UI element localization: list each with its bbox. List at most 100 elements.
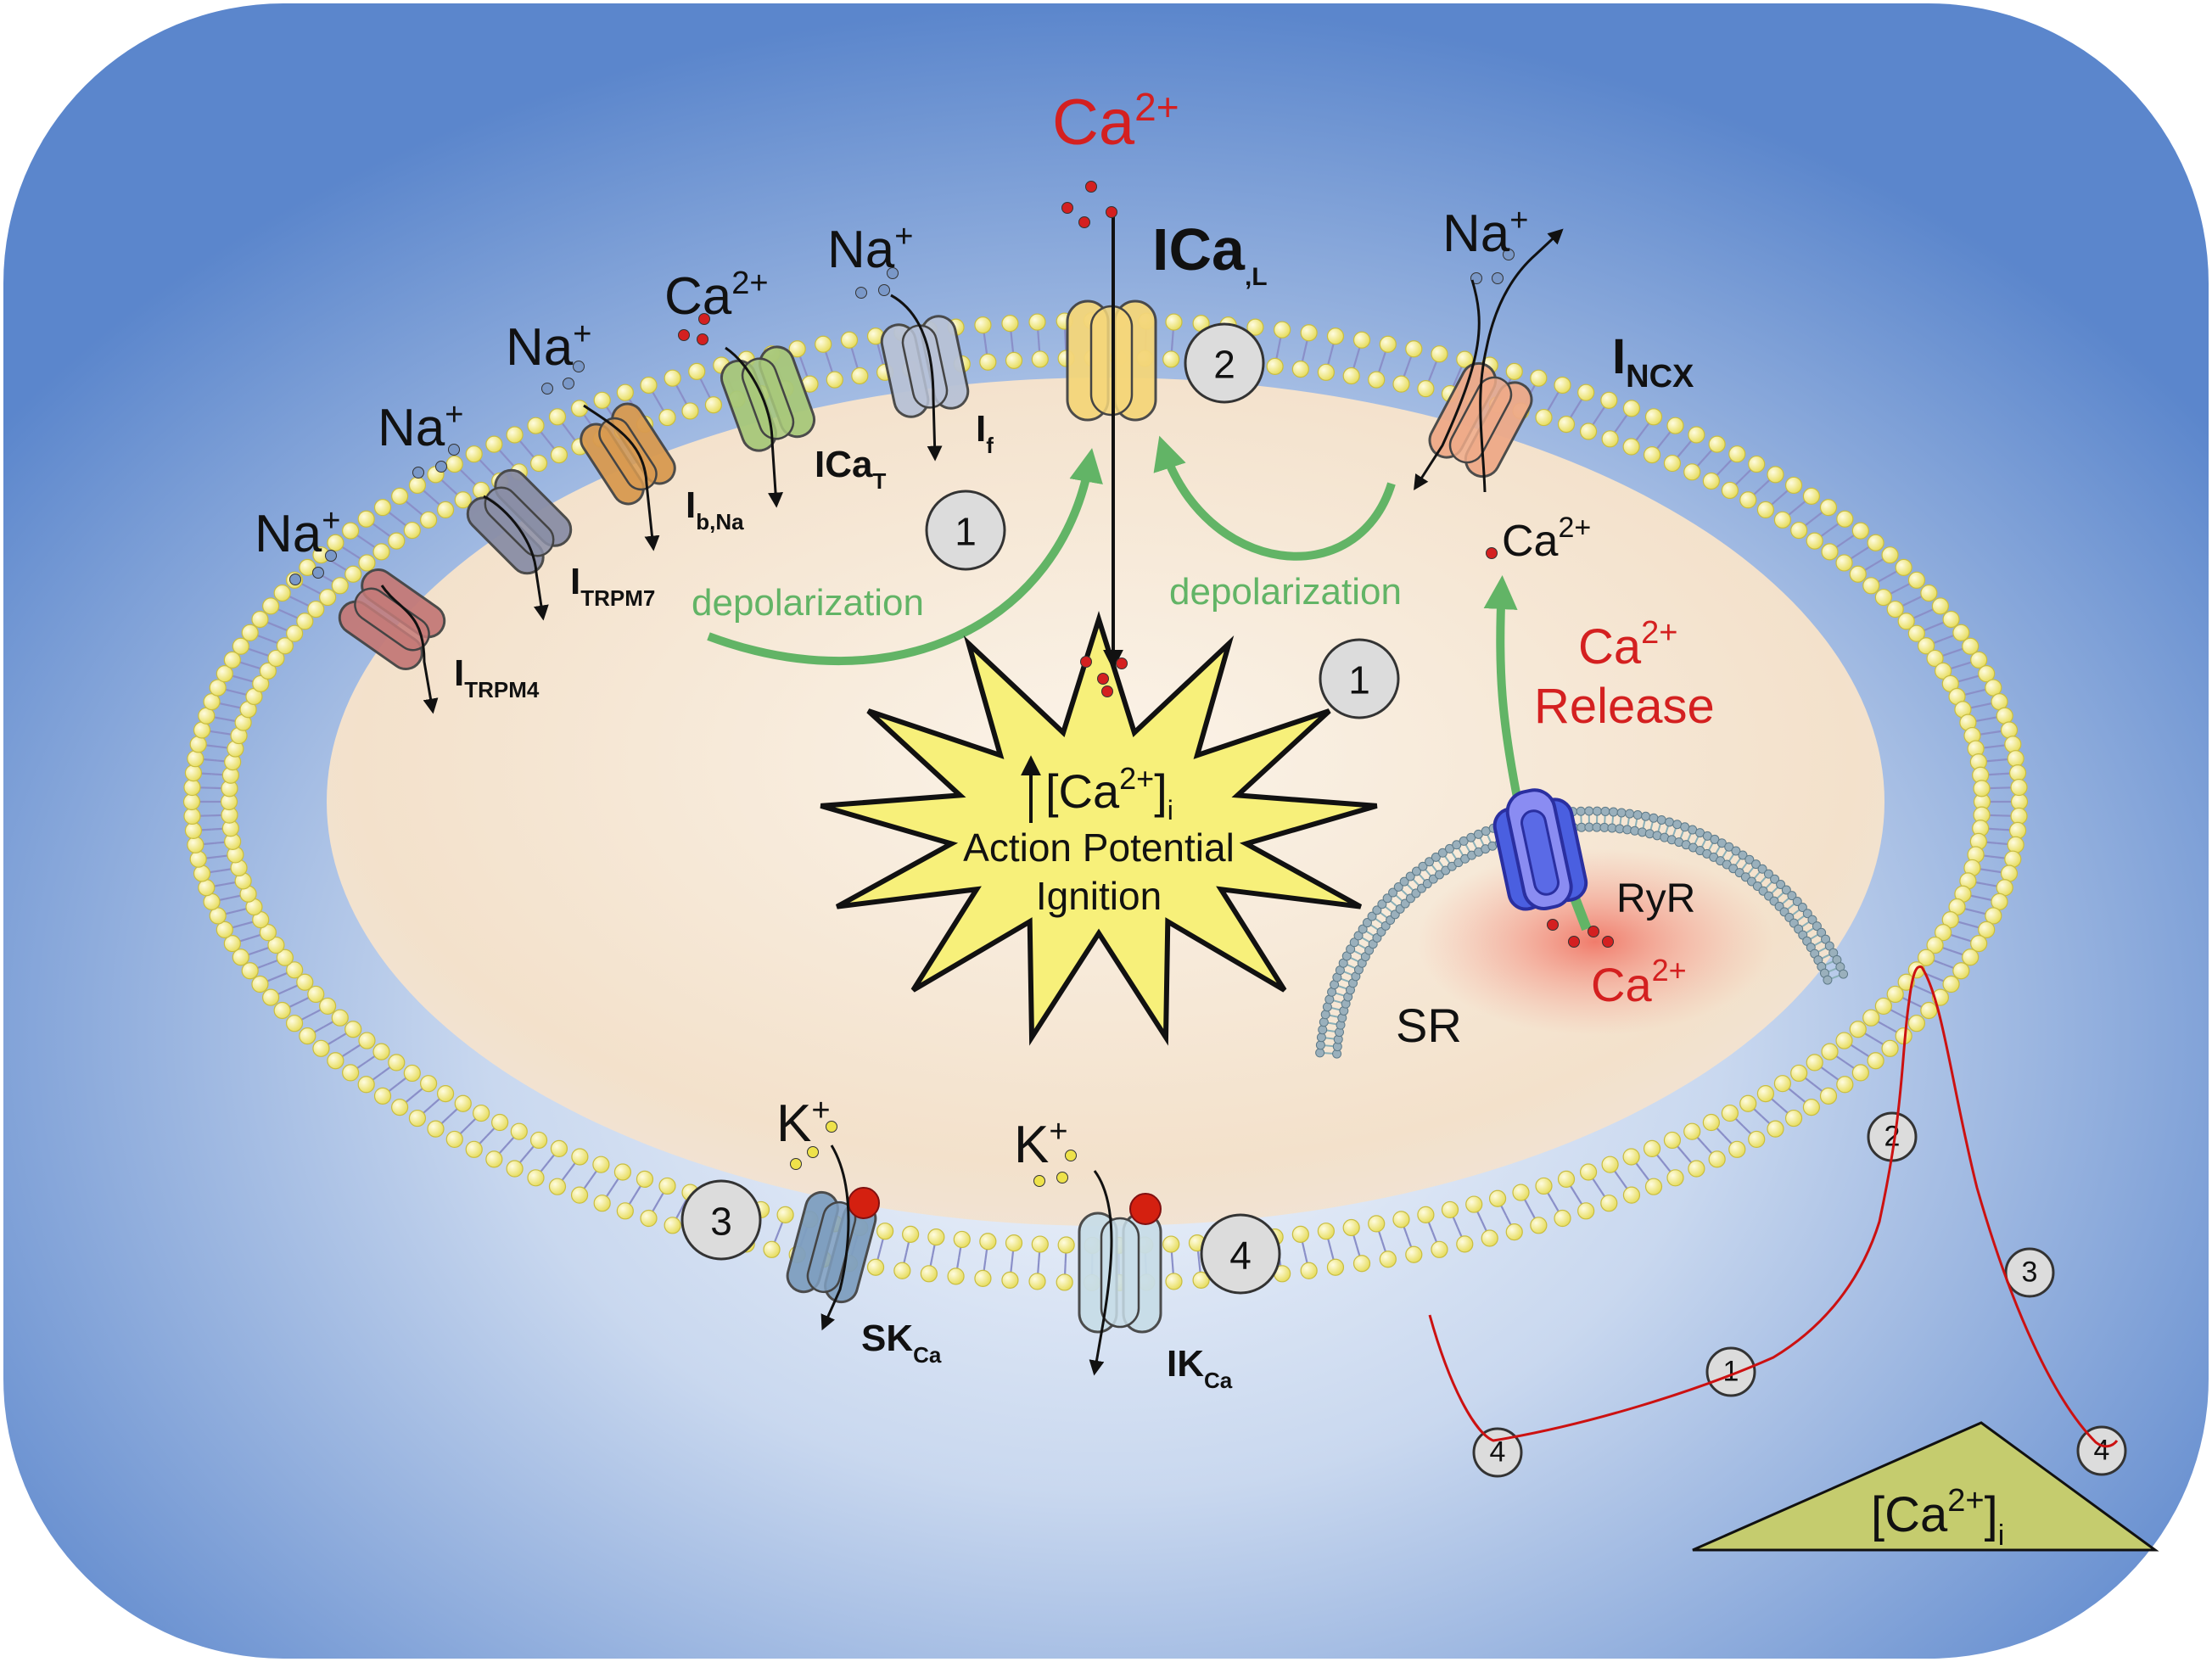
- phase-marker-number: 4: [1229, 1233, 1252, 1277]
- channel-labels: ITRPM4 ITRPM7 Ib,Na ICaT If ICa,L INCX S…: [454, 216, 1694, 1393]
- phase-marker-m1b: 1: [1319, 638, 1400, 719]
- ion-dot: [1033, 1175, 1045, 1187]
- ion-dot: [325, 550, 337, 562]
- depolarization-arrow-right: [1153, 435, 1396, 561]
- ikca-channel: [1078, 1212, 1162, 1334]
- ca-release-label-line1: Ca2+: [1578, 615, 1677, 674]
- phase-marker-number: 2: [1213, 342, 1235, 386]
- na-label-if: Na+: [827, 219, 913, 279]
- ion-dot: [678, 329, 690, 341]
- phase-marker-number: 4: [1490, 1436, 1506, 1469]
- ion-dot: [435, 461, 447, 473]
- icat-label: ICaT: [815, 444, 886, 494]
- na-label-ibna: Na+: [506, 316, 591, 377]
- ibna-label: Ib,Na: [686, 484, 744, 534]
- sr-calcium-glow: [1417, 848, 1773, 1035]
- ion-dot: [1056, 1172, 1068, 1184]
- annotation-labels: depolarization depolarization Ca2+ Relea…: [692, 571, 1715, 1052]
- phase-marker-number: 1: [1723, 1356, 1739, 1388]
- calcium-triangle: [1692, 1421, 2159, 1552]
- itrpm7-channel: [466, 468, 573, 575]
- ion-dot: [697, 333, 708, 345]
- ion-labels: Na+ Na+ Na+ Ca2+ Na+ Ca2+ Na+ Ca2+ K+ K+: [255, 85, 1591, 1174]
- ca-release-label-line2: Release: [1534, 679, 1715, 734]
- ion-dot: [1547, 919, 1559, 931]
- ical-label: ICa,L: [1152, 216, 1268, 291]
- k-label-skca: K+: [776, 1093, 831, 1153]
- ion-dot: [698, 313, 710, 325]
- ca-label-ncx: Ca2+: [1502, 512, 1591, 566]
- ion-dot: [1602, 936, 1614, 948]
- ion-dot: [855, 287, 867, 299]
- icat-channel: [720, 345, 816, 452]
- itrpm7-label: ITRPM7: [570, 561, 655, 611]
- phase-marker-m2: 2: [1184, 322, 1265, 404]
- ca-label-ical: Ca2+: [1052, 85, 1179, 159]
- ion-dot: [878, 284, 890, 296]
- ion-dot: [1061, 202, 1073, 214]
- ion-dot: [1078, 216, 1090, 228]
- ion-dot: [412, 467, 424, 478]
- ion-dot: [1492, 272, 1504, 284]
- star-label: [Ca2+]i Action Potential Ignition: [963, 755, 1235, 918]
- ion-dot: [807, 1146, 819, 1158]
- skca-label: SKCa: [861, 1318, 942, 1368]
- phase-marker-m4: 4: [1200, 1213, 1281, 1295]
- ion-dot: [448, 444, 460, 456]
- ion-dot: [1486, 547, 1498, 559]
- phase-marker-trace-4-right: 4: [2076, 1425, 2127, 1476]
- k-label-ikca: K+: [1014, 1114, 1068, 1174]
- ikca-label: IKCa: [1167, 1343, 1233, 1393]
- phase-marker-number: 1: [1348, 658, 1370, 702]
- ion-dot: [1065, 1150, 1077, 1161]
- itrpm4-label: ITRPM4: [454, 652, 540, 702]
- phase-marker-trace-3: 3: [2004, 1247, 2055, 1298]
- skca-channel: [786, 1190, 877, 1304]
- phase-marker-trace-4-left: 4: [1472, 1427, 1523, 1478]
- ikca-gate-ball: [1129, 1193, 1162, 1225]
- star-line3: Ignition: [1036, 874, 1162, 918]
- depolarization-left-label: depolarization: [692, 582, 924, 624]
- ion-dot: [1588, 926, 1599, 937]
- ion-dot: [1097, 673, 1109, 685]
- ion-dot: [887, 267, 899, 279]
- ion-dot: [1503, 249, 1515, 260]
- phase-marker-number: 1: [955, 509, 977, 553]
- ion-dot: [312, 567, 324, 579]
- phase-marker-trace-1: 1: [1705, 1346, 1756, 1397]
- phase-marker-number: 3: [710, 1199, 732, 1243]
- ca-release-arrow: [1483, 575, 1523, 807]
- calcium-trace: [1428, 965, 2119, 1448]
- na-label-ncx: Na+: [1442, 203, 1528, 263]
- incx-label: INCX: [1612, 329, 1694, 395]
- ryr-channel: [1492, 788, 1588, 911]
- ion-dot: [541, 383, 553, 395]
- star-line1: [Ca2+]i: [1045, 761, 1173, 825]
- ion-dot: [790, 1158, 802, 1170]
- action-potential-star: [820, 610, 1378, 1046]
- depolarization-right-label: depolarization: [1169, 571, 1402, 613]
- ion-dot: [1106, 206, 1117, 218]
- ion-dot: [1080, 656, 1092, 668]
- depolarization-arrow-left: [707, 448, 1103, 665]
- ion-dot: [563, 378, 574, 389]
- ion-dot: [826, 1121, 837, 1133]
- sr-ca-label: Ca2+: [1591, 953, 1687, 1011]
- ion-dot: [1101, 686, 1113, 697]
- if-label: If: [976, 408, 994, 458]
- phase-marker-m1a: 1: [925, 490, 1006, 571]
- ion-dot: [573, 361, 585, 372]
- skca-gate-ball: [848, 1187, 880, 1219]
- na-label-trpm4: Na+: [255, 503, 340, 563]
- ryr-label: RyR: [1616, 876, 1695, 921]
- phase-marker-m3: 3: [680, 1179, 762, 1261]
- phase-marker-number: 4: [2094, 1435, 2110, 1467]
- na-label-trpm7: Na+: [378, 397, 463, 457]
- ca-label-icat: Ca2+: [664, 266, 769, 326]
- ion-dot: [1085, 181, 1097, 193]
- ion-dot: [1568, 936, 1580, 948]
- sr-label: SR: [1396, 999, 1462, 1052]
- ion-dot: [1116, 658, 1128, 669]
- ion-dot: [289, 574, 301, 585]
